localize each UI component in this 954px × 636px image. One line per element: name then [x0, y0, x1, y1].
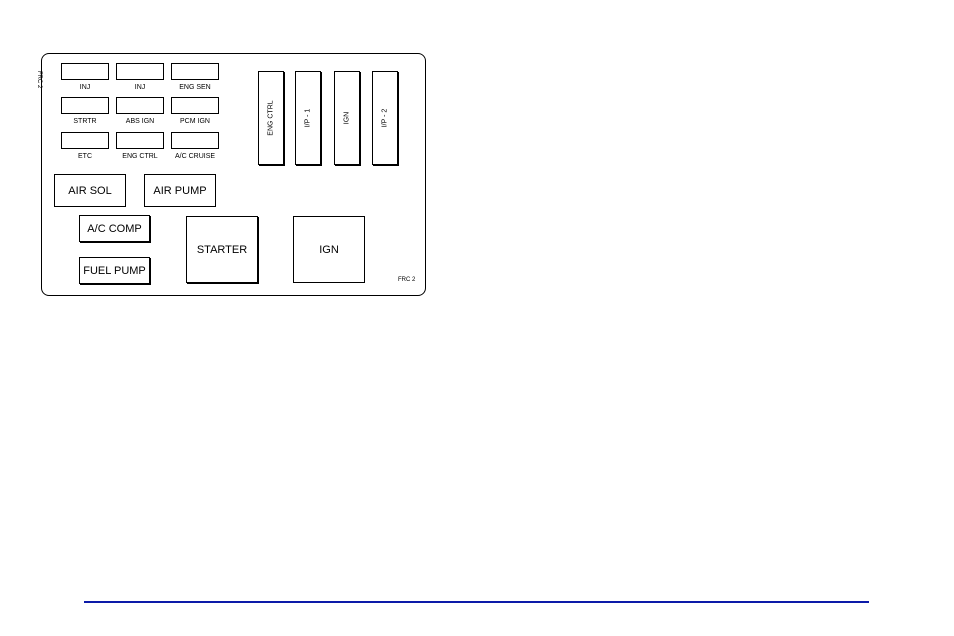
- relay-air-pump: AIR PUMP: [144, 174, 216, 207]
- side-label: FRC 2: [36, 71, 42, 89]
- fuse-eng-ctrl: [116, 132, 164, 149]
- corner-label: FRC 2: [398, 277, 416, 283]
- maxi-fuse-label: IGN: [343, 111, 351, 125]
- fuse-etc: [61, 132, 109, 149]
- fuse-inj-2: [116, 63, 164, 80]
- fuse-pcm-ign: [171, 97, 219, 114]
- maxi-fuse-ip-2: I/P - 2: [372, 71, 398, 165]
- fuse-label: ETC: [78, 153, 92, 160]
- fuse-eng-sen: [171, 63, 219, 80]
- relay-ac-comp: A/C COMP: [79, 215, 150, 242]
- fuse-label: ENG CTRL: [122, 153, 158, 160]
- maxi-fuse-label: ENG CTRL: [267, 100, 275, 136]
- maxi-fuse-eng-ctrl: ENG CTRL: [258, 71, 284, 165]
- fuse-label: INJ: [134, 84, 146, 91]
- fuse-label: ENG SEN: [179, 84, 211, 91]
- maxi-fuse-label: I/P - 1: [304, 108, 312, 128]
- maxi-fuse-label: I/P - 2: [381, 108, 389, 128]
- fuse-label: PCM IGN: [180, 118, 210, 125]
- footer-rule: [84, 601, 869, 603]
- relay-air-sol: AIR SOL: [54, 174, 126, 207]
- fuse-label: STRTR: [73, 118, 97, 125]
- fuse-inj-1: [61, 63, 109, 80]
- relay-fuel-pump: FUEL PUMP: [79, 257, 150, 284]
- maxi-fuse-ip-1: I/P - 1: [295, 71, 321, 165]
- fuse-label: INJ: [79, 84, 91, 91]
- fuse-abs-ign: [116, 97, 164, 114]
- fuse-block-diagram: FRC 2 INJ INJ ENG SEN STRTR ABS IGN PCM …: [36, 53, 426, 296]
- fuse-label: A/C CRUISE: [174, 153, 216, 160]
- maxi-fuse-ign: IGN: [334, 71, 360, 165]
- relay-ign: IGN: [293, 216, 365, 283]
- fuse-ac-cruise: [171, 132, 219, 149]
- fuse-strtr: [61, 97, 109, 114]
- relay-starter: STARTER: [186, 216, 258, 283]
- fuse-label: ABS IGN: [125, 118, 155, 125]
